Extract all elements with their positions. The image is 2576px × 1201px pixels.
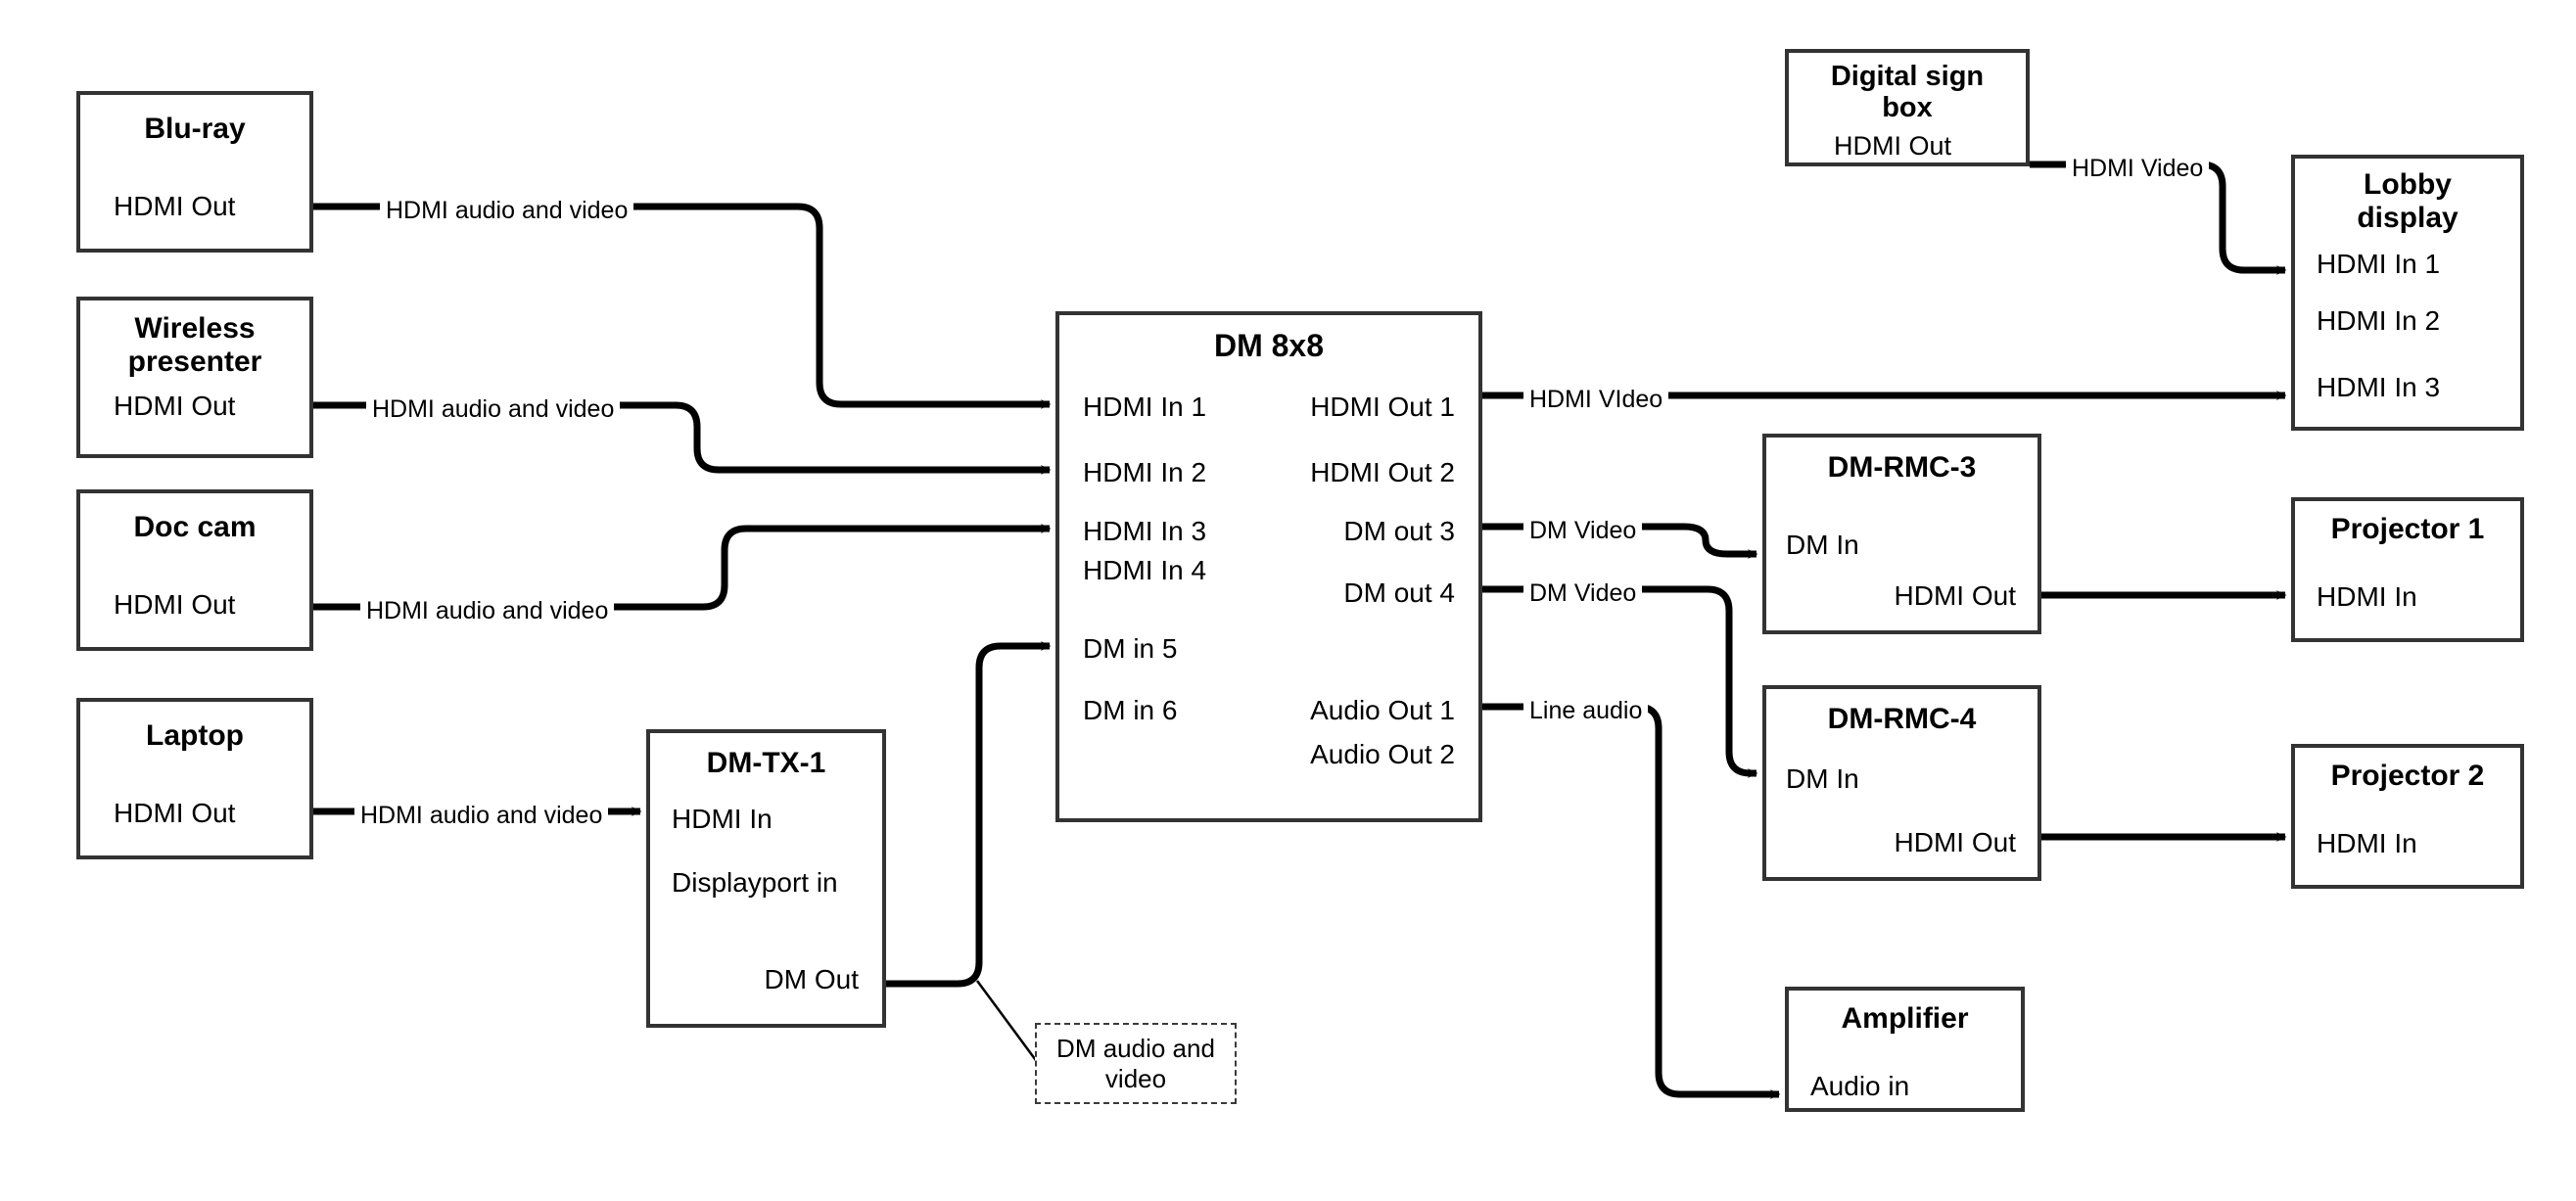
node-projector-1-port-hdmi-in[interactable]: HDMI In xyxy=(2317,581,2417,612)
wire-label-dm8x8-audio-out-1: Line audio xyxy=(1523,699,1649,723)
node-digital-sign-box-port-hdmi-out[interactable]: HDMI Out xyxy=(1834,131,1952,161)
node-laptop-port-hdmi-out[interactable]: HDMI Out xyxy=(114,798,236,828)
note-dm-audio-and-video-text: DM audio and video xyxy=(1056,1033,1215,1093)
node-dm-8x8-input-hdmi-in-3[interactable]: HDMI In 3 xyxy=(1083,516,1207,546)
wire-dmtx1-to-dm8x8-dm-in-5 xyxy=(886,641,1052,988)
node-dm-tx-1-port-hdmi-in[interactable]: HDMI In xyxy=(672,804,773,834)
node-dm-8x8-input-hdmi-in-1[interactable]: HDMI In 1 xyxy=(1083,392,1207,422)
node-dm-tx-1-port-dm-out[interactable]: DM Out xyxy=(764,964,859,994)
node-amplifier-title: Amplifier xyxy=(1841,1002,1969,1035)
node-dm-8x8-input-hdmi-in-4[interactable]: HDMI In 4 xyxy=(1083,555,1207,585)
node-dm-tx-1-port-displayport-in[interactable]: Displayport in xyxy=(672,867,838,898)
node-dm-8x8-input-dm-in-6[interactable]: DM in 6 xyxy=(1083,695,1178,725)
node-doc-cam[interactable]: Doc cam HDMI Out xyxy=(76,489,313,651)
wire-dm8x8-dm-out-4-to-dmrmc4 xyxy=(1482,585,1758,778)
node-dm-rmc-4-port-dm-in[interactable]: DM In xyxy=(1786,763,1859,794)
node-dm-rmc-4-title: DM-RMC-4 xyxy=(1827,703,1977,735)
node-bluray-title: Blu-ray xyxy=(144,113,246,145)
wire-label-wireless-to-dm8x8: HDMI audio and video xyxy=(366,397,621,422)
note-dm-audio-and-video: DM audio and video xyxy=(1035,1023,1237,1104)
node-dm-rmc-3-title: DM-RMC-3 xyxy=(1827,451,1977,484)
leader-line-dm-audio-video-note xyxy=(975,980,1040,1064)
node-digital-sign-box-title: Digital sign box xyxy=(1830,61,1985,124)
node-dm-8x8-output-dm-out-3[interactable]: DM out 3 xyxy=(1343,516,1455,546)
node-lobby-display-input-hdmi-in-3[interactable]: HDMI In 3 xyxy=(2317,372,2441,402)
wire-label-dm8x8-dm-out-3: DM Video xyxy=(1523,519,1643,543)
node-dm-8x8-output-audio-out-2[interactable]: Audio Out 2 xyxy=(1310,739,1455,769)
node-wireless-presenter-title: Wireless presenter xyxy=(127,312,262,378)
node-amplifier-port-audio-in[interactable]: Audio in xyxy=(1810,1071,1910,1101)
node-dm-8x8[interactable]: DM 8x8 HDMI In 1 HDMI In 2 HDMI In 3 HDM… xyxy=(1055,311,1482,822)
wire-label-bluray-to-dm8x8: HDMI audio and video xyxy=(380,199,634,223)
node-dm-8x8-title: DM 8x8 xyxy=(1213,328,1325,363)
node-wireless-presenter[interactable]: Wireless presenter HDMI Out xyxy=(76,297,313,458)
node-projector-1-title: Projector 1 xyxy=(2330,513,2485,545)
node-dm-rmc-3[interactable]: DM-RMC-3 DM In HDMI Out xyxy=(1762,434,2041,634)
node-projector-1[interactable]: Projector 1 HDMI In xyxy=(2291,497,2524,642)
node-dm-rmc-3-port-dm-in[interactable]: DM In xyxy=(1786,530,1859,560)
node-dm-8x8-output-hdmi-out-1[interactable]: HDMI Out 1 xyxy=(1310,392,1455,422)
node-lobby-display-title: Lobby display xyxy=(2357,168,2459,234)
node-dm-8x8-input-dm-in-5[interactable]: DM in 5 xyxy=(1083,633,1178,664)
node-laptop[interactable]: Laptop HDMI Out xyxy=(76,698,313,859)
wire-dm8x8-audio-out-1-to-amplifier xyxy=(1482,703,1781,1099)
node-dm-tx-1[interactable]: DM-TX-1 HDMI In Displayport in DM Out xyxy=(646,729,886,1028)
node-dm-8x8-output-audio-out-1[interactable]: Audio Out 1 xyxy=(1310,695,1455,725)
node-lobby-display-input-hdmi-in-2[interactable]: HDMI In 2 xyxy=(2317,305,2441,336)
node-dm-tx-1-title: DM-TX-1 xyxy=(706,747,826,779)
node-projector-2-title: Projector 2 xyxy=(2330,760,2485,792)
wire-label-dm8x8-dm-out-4: DM Video xyxy=(1523,581,1643,606)
node-doc-cam-title: Doc cam xyxy=(133,511,257,543)
wire-bluray-to-dm8x8-hdmi-in-1 xyxy=(313,203,1052,409)
node-amplifier[interactable]: Amplifier Audio in xyxy=(1785,987,2025,1112)
node-doc-cam-port-hdmi-out[interactable]: HDMI Out xyxy=(114,589,236,620)
node-laptop-title: Laptop xyxy=(146,719,244,752)
node-bluray[interactable]: Blu-ray HDMI Out xyxy=(76,91,313,253)
node-wireless-presenter-port-hdmi-out[interactable]: HDMI Out xyxy=(114,391,236,421)
wire-label-dm8x8-hdmi-out-1: HDMI VIdeo xyxy=(1523,388,1669,412)
node-dm-8x8-output-dm-out-4[interactable]: DM out 4 xyxy=(1343,577,1455,608)
node-lobby-display-input-hdmi-in-1[interactable]: HDMI In 1 xyxy=(2317,249,2441,279)
node-dm-rmc-4[interactable]: DM-RMC-4 DM In HDMI Out xyxy=(1762,685,2041,881)
wire-label-digitalsign-to-lobby: HDMI Video xyxy=(2066,157,2210,181)
wire-label-laptop-to-dmtx1: HDMI audio and video xyxy=(354,804,609,828)
node-projector-2[interactable]: Projector 2 HDMI In xyxy=(2291,744,2524,889)
node-dm-rmc-3-port-hdmi-out[interactable]: HDMI Out xyxy=(1894,580,2016,611)
node-lobby-display[interactable]: Lobby display HDMI In 1 HDMI In 2 HDMI I… xyxy=(2291,155,2524,431)
node-bluray-port-hdmi-out[interactable]: HDMI Out xyxy=(114,191,236,221)
node-dm-rmc-4-port-hdmi-out[interactable]: HDMI Out xyxy=(1894,827,2016,857)
node-digital-sign-box[interactable]: Digital sign box HDMI Out xyxy=(1785,49,2030,166)
node-dm-8x8-output-hdmi-out-2[interactable]: HDMI Out 2 xyxy=(1310,457,1455,487)
node-projector-2-port-hdmi-in[interactable]: HDMI In xyxy=(2317,828,2417,858)
wire-doccam-to-dm8x8-hdmi-in-3 xyxy=(313,524,1052,611)
wire-label-doccam-to-dm8x8: HDMI audio and video xyxy=(360,599,615,624)
node-dm-8x8-input-hdmi-in-2[interactable]: HDMI In 2 xyxy=(1083,457,1207,487)
